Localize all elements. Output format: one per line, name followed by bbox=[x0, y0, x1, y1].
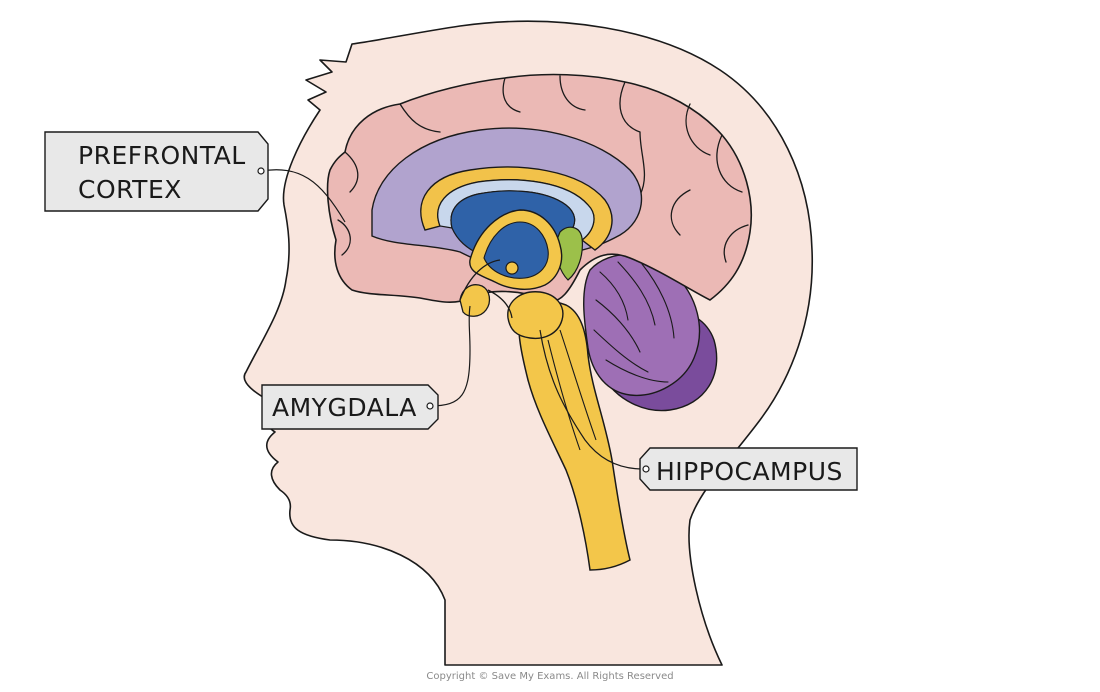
copyright-notice: Copyright © Save My Exams. All Rights Re… bbox=[426, 671, 674, 682]
leader-line-amygdala bbox=[429, 305, 471, 407]
label-tag-hippocampus: HIPPOCAMPUS bbox=[639, 447, 858, 491]
pineal-gland bbox=[505, 261, 519, 275]
prefrontal-label-line-1: PREFRONTAL bbox=[78, 141, 246, 170]
cerebellum-folia bbox=[593, 261, 675, 383]
brainstem-lines bbox=[547, 329, 597, 451]
tag-hole bbox=[642, 465, 650, 473]
cortex-gyri bbox=[337, 75, 749, 263]
leader-line-prefrontal bbox=[260, 169, 346, 223]
amygdala-label: AMYGDALA bbox=[272, 393, 417, 422]
tag-shape bbox=[44, 131, 269, 212]
brainstem bbox=[517, 300, 631, 571]
prefrontal-label-line-2: CORTEX bbox=[78, 175, 182, 204]
connecting-tracts bbox=[459, 259, 513, 319]
amygdala-structure bbox=[459, 284, 491, 317]
tag-hole bbox=[257, 167, 265, 175]
tag-hole bbox=[426, 402, 434, 410]
thalamus-inner bbox=[483, 221, 549, 279]
label-tag-amygdala: AMYGDALA bbox=[261, 384, 439, 430]
leader-line-hippocampus bbox=[539, 329, 644, 470]
tag-shape bbox=[639, 447, 858, 491]
tag-shape bbox=[261, 384, 439, 430]
label-tag-prefrontal-cortex: PREFRONTAL CORTEX bbox=[44, 131, 269, 212]
hippocampus-label: HIPPOCAMPUS bbox=[656, 457, 843, 486]
hippocampus-structure bbox=[507, 291, 564, 340]
